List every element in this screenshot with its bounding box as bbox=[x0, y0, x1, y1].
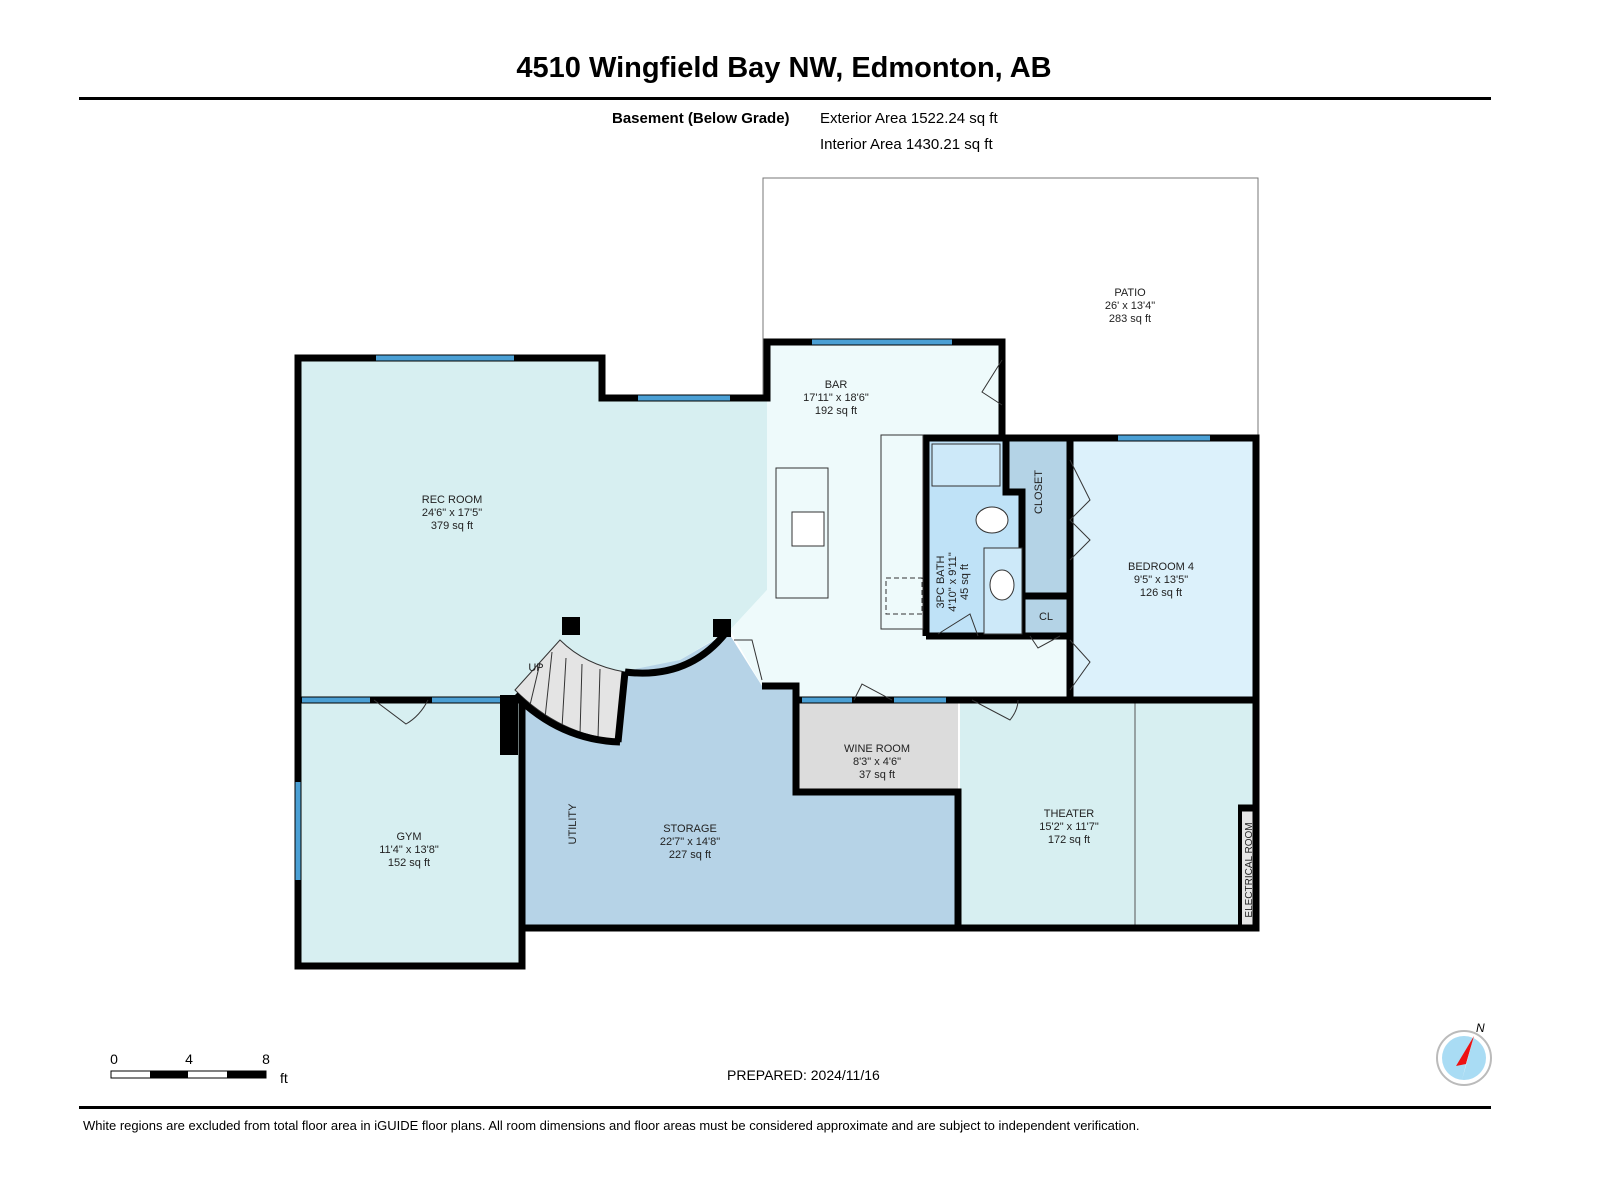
svg-text:BEDROOM 4: BEDROOM 4 bbox=[1128, 561, 1194, 573]
svg-text:192 sq ft: 192 sq ft bbox=[815, 405, 857, 417]
north-arrow-compass-icon: N bbox=[1436, 1021, 1492, 1086]
sink-icon bbox=[791, 511, 825, 547]
column bbox=[713, 619, 731, 637]
scale-bar: 0 4 8 ft bbox=[110, 1051, 288, 1086]
svg-text:8'3" x 4'6": 8'3" x 4'6" bbox=[853, 756, 901, 768]
bar-counter bbox=[880, 434, 924, 630]
cl-area bbox=[1024, 598, 1068, 636]
room-label-utility: UTILITY bbox=[567, 803, 579, 845]
svg-text:17'11" x 18'6": 17'11" x 18'6" bbox=[803, 392, 869, 404]
room-label-bedroom-4: BEDROOM 49'5" x 13'5"126 sq ft bbox=[1128, 561, 1194, 599]
svg-text:0: 0 bbox=[110, 1051, 118, 1067]
bedroom-4-area bbox=[1070, 438, 1256, 700]
room-label-electrical: ELECTRICAL ROOM bbox=[1244, 822, 1255, 917]
room-label-closet: CLOSET bbox=[1033, 470, 1045, 514]
wall-block bbox=[500, 695, 518, 755]
svg-text:11'4" x 13'8": 11'4" x 13'8" bbox=[379, 844, 439, 856]
room-label-cl: CL bbox=[1039, 611, 1053, 623]
column bbox=[562, 617, 580, 635]
svg-text:26' x 13'4": 26' x 13'4" bbox=[1105, 300, 1155, 312]
svg-text:GYM: GYM bbox=[396, 831, 421, 843]
svg-text:N: N bbox=[1476, 1021, 1485, 1035]
footer-divider bbox=[79, 1106, 1491, 1109]
svg-text:BAR: BAR bbox=[825, 379, 848, 391]
svg-text:227 sq ft: 227 sq ft bbox=[669, 849, 711, 861]
svg-text:8: 8 bbox=[262, 1051, 270, 1067]
wine-room-area bbox=[798, 700, 958, 792]
shower-icon bbox=[931, 443, 1001, 487]
svg-text:379 sq ft: 379 sq ft bbox=[431, 520, 473, 532]
svg-text:172 sq ft: 172 sq ft bbox=[1048, 834, 1090, 846]
svg-text:15'2" x 11'7": 15'2" x 11'7" bbox=[1039, 821, 1099, 833]
closet-area bbox=[1006, 438, 1068, 596]
electrical-room-area bbox=[1238, 808, 1256, 928]
svg-text:WINE ROOM: WINE ROOM bbox=[844, 743, 910, 755]
disclaimer: White regions are excluded from total fl… bbox=[83, 1118, 1140, 1133]
prepared-date: PREPARED: 2024/11/16 bbox=[727, 1067, 880, 1083]
storage-area bbox=[522, 632, 958, 926]
wall bbox=[762, 682, 962, 928]
wine-fridge-icon bbox=[885, 577, 923, 615]
bar-island bbox=[775, 467, 829, 599]
curved-wall bbox=[624, 627, 731, 677]
wall bbox=[922, 434, 1074, 700]
doors bbox=[373, 359, 1091, 725]
sink-icon bbox=[989, 569, 1015, 601]
exterior-area: Exterior Area 1522.24 sq ft bbox=[820, 110, 998, 127]
bar-area bbox=[730, 342, 1070, 700]
svg-text:PATIO: PATIO bbox=[1114, 287, 1146, 299]
rec-room-area bbox=[298, 358, 767, 700]
svg-text:REC ROOM: REC ROOM bbox=[422, 494, 483, 506]
svg-text:9'5" x 13'5": 9'5" x 13'5" bbox=[1134, 574, 1188, 586]
stairs-up-label: UP bbox=[528, 662, 543, 674]
wall bbox=[294, 338, 1260, 970]
page-title: 4510 Wingfield Bay NW, Edmonton, AB bbox=[516, 52, 1052, 84]
svg-text:283 sq ft: 283 sq ft bbox=[1109, 313, 1151, 325]
svg-text:152 sq ft: 152 sq ft bbox=[388, 857, 430, 869]
svg-text:45 sq ft: 45 sq ft bbox=[959, 564, 971, 600]
svg-text:THEATER: THEATER bbox=[1044, 808, 1095, 820]
svg-text:4'10" x 9'11": 4'10" x 9'11" bbox=[947, 552, 959, 612]
svg-text:STORAGE: STORAGE bbox=[663, 823, 717, 835]
svg-text:37 sq ft: 37 sq ft bbox=[859, 769, 895, 781]
svg-text:3PC BATH: 3PC BATH bbox=[935, 555, 947, 608]
interior-area: Interior Area 1430.21 sq ft bbox=[820, 136, 993, 153]
wall bbox=[1238, 808, 1242, 928]
toilet-icon bbox=[975, 506, 1009, 534]
header-divider bbox=[79, 97, 1491, 100]
gym-area bbox=[298, 700, 522, 966]
svg-text:22'7" x 14'8": 22'7" x 14'8" bbox=[660, 836, 720, 848]
theater-area bbox=[960, 700, 1256, 928]
svg-text:ft: ft bbox=[280, 1070, 288, 1086]
svg-text:4: 4 bbox=[185, 1051, 193, 1067]
svg-text:126 sq ft: 126 sq ft bbox=[1140, 587, 1182, 599]
stair-treads bbox=[529, 651, 601, 739]
svg-text:24'6" x 17'5": 24'6" x 17'5" bbox=[422, 507, 482, 519]
level-label: Basement (Below Grade) bbox=[612, 110, 790, 127]
wall bbox=[614, 671, 629, 743]
windows bbox=[295, 339, 1210, 880]
